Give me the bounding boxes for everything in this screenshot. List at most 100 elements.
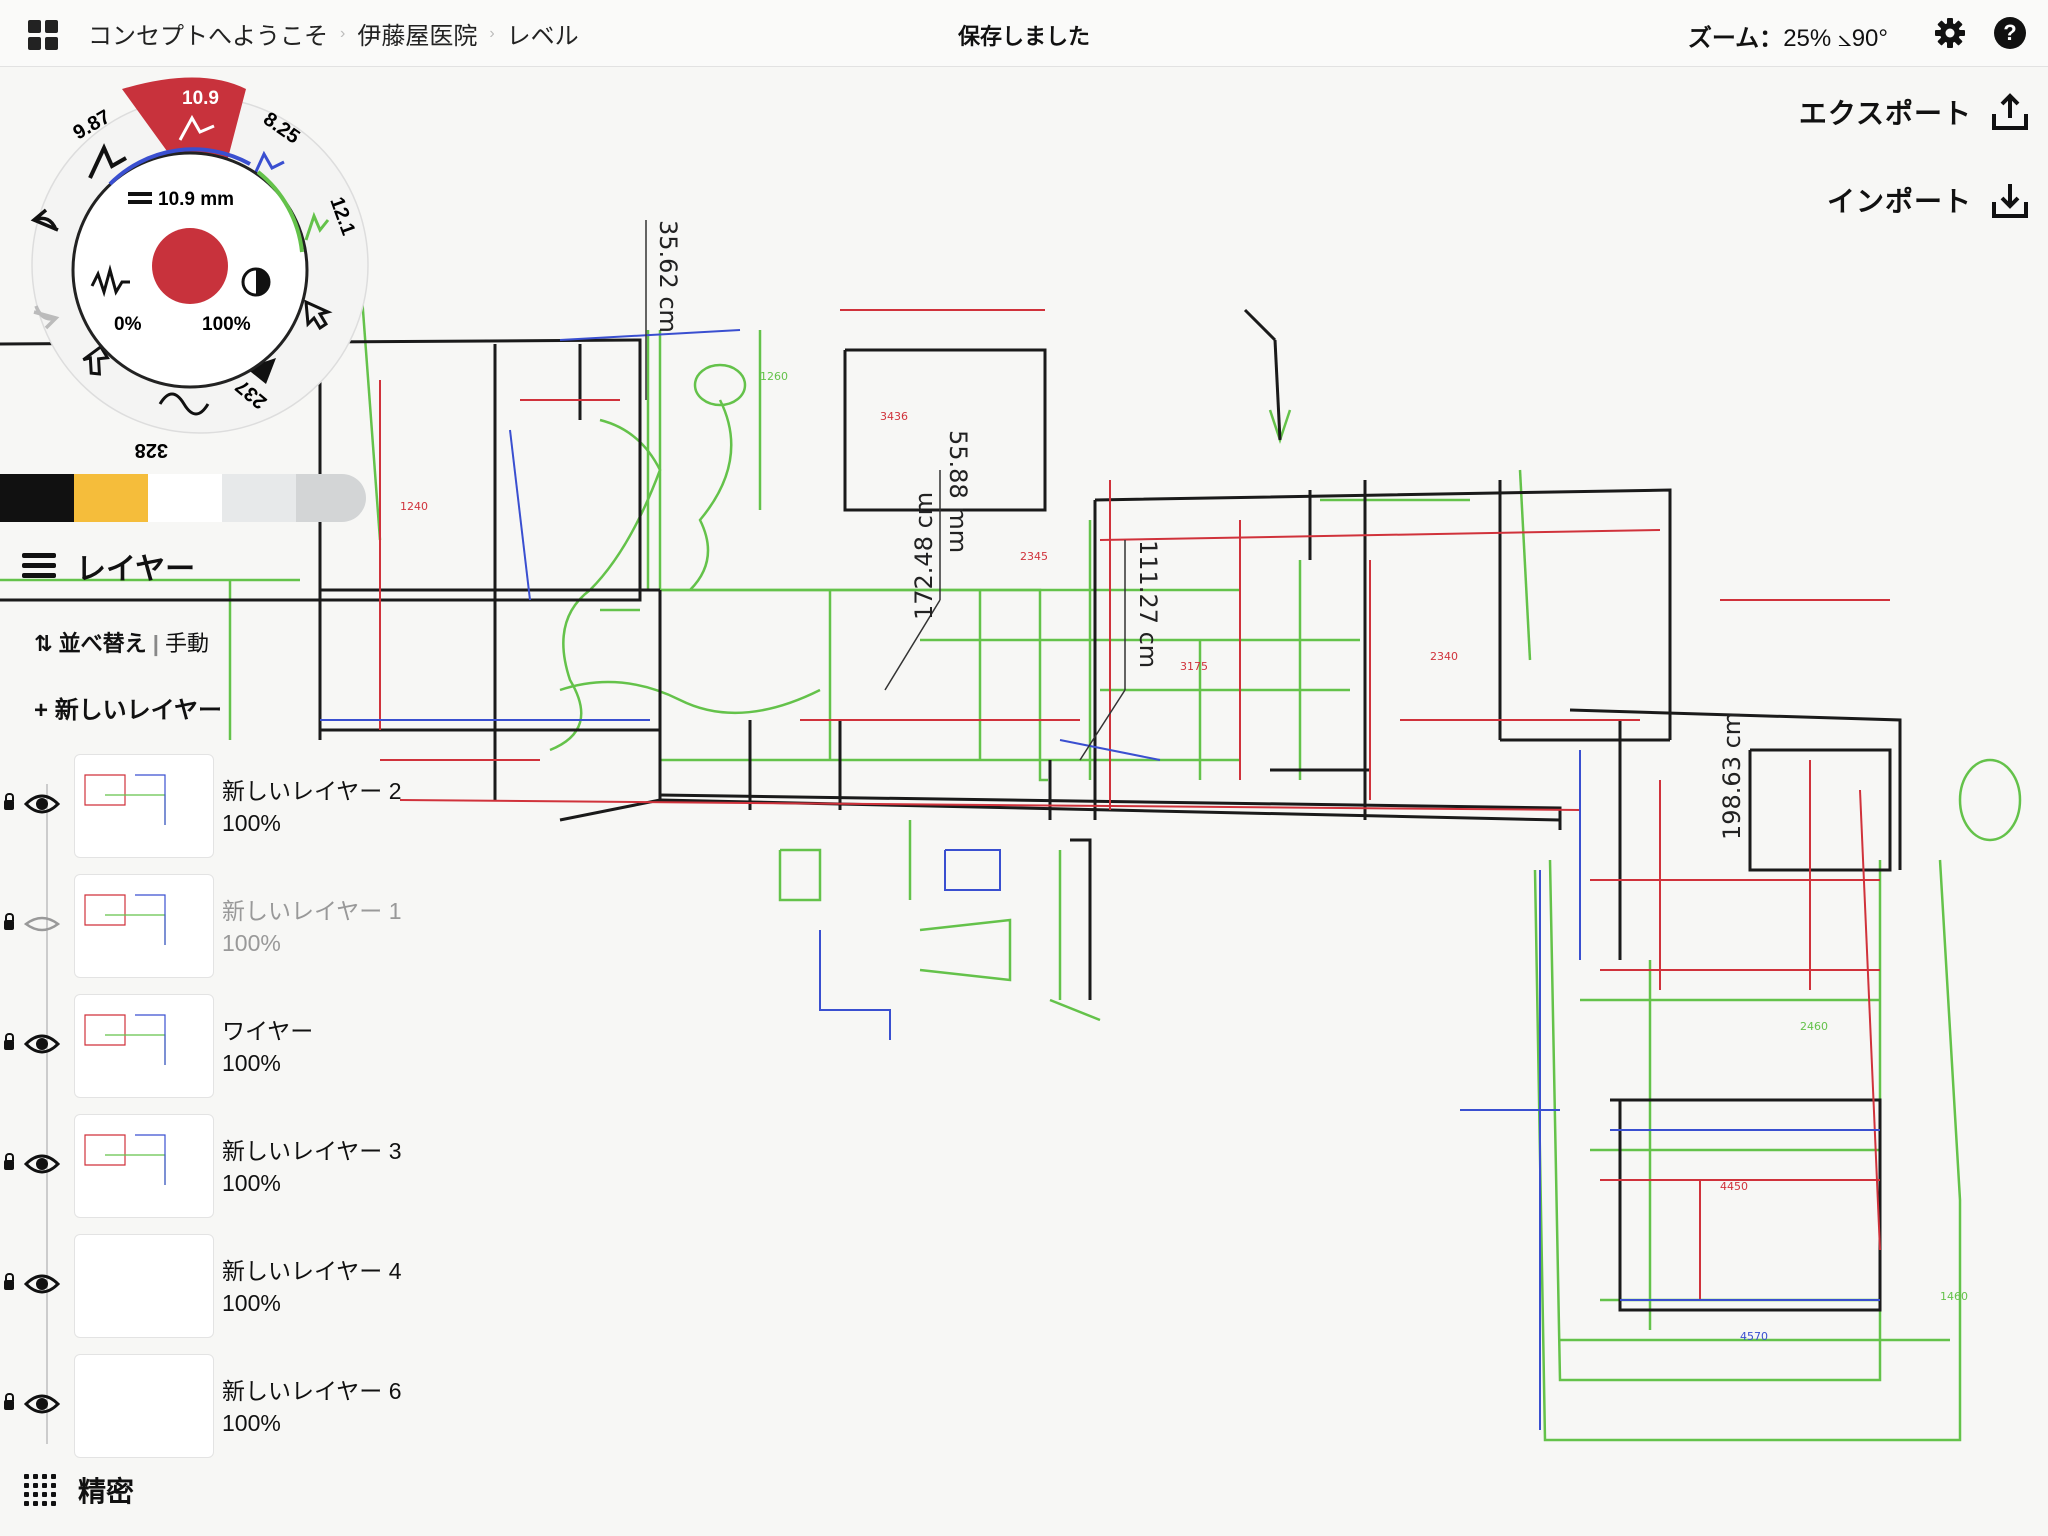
color-swatch-light-gray[interactable] [222, 474, 296, 522]
lock-icon[interactable] [4, 913, 14, 930]
smoothing-value: 0% [114, 314, 142, 335]
import-button[interactable]: インポート [1827, 180, 2030, 220]
layer-row[interactable]: 新しいレイヤー 3 100% [0, 1114, 440, 1218]
svg-text:3175: 3175 [1180, 660, 1208, 673]
breadcrumb-item-gallery[interactable]: コンセプトへようこそ [88, 23, 328, 50]
tool-slot-lasso[interactable] [80, 343, 110, 377]
lock-icon[interactable] [4, 793, 14, 810]
layer-thumbnail-sketch [75, 1355, 213, 1457]
lock-icon[interactable] [4, 1153, 14, 1170]
layer-thumbnail[interactable] [74, 1114, 214, 1218]
layers-icon [22, 553, 56, 579]
tool-wheel[interactable]: 9.87 10.9 8.25 12.1 237 328 10.9 mm 0% 1… [0, 66, 380, 466]
layer-opacity: 100% [222, 1170, 281, 1196]
tool-slot-selection[interactable] [304, 299, 333, 331]
floorplan-green-layer [0, 269, 2022, 1442]
precision-mode-toggle[interactable]: 精密 [24, 1470, 134, 1510]
new-layer-label: 新しいレイヤー [54, 697, 222, 724]
stroke-width-icon [128, 192, 152, 196]
svg-text:3436: 3436 [880, 410, 908, 423]
lock-icon[interactable] [4, 1393, 14, 1410]
measurement-label: 111.27 cm [1134, 540, 1162, 668]
svg-text:1260: 1260 [760, 370, 788, 383]
brush-dial-arc [108, 147, 251, 186]
layer-name: 新しいレイヤー 2 [222, 778, 402, 804]
stroke-width-value: 10.9 mm [158, 189, 234, 210]
lock-icon[interactable] [4, 1273, 14, 1290]
pen-stroke-icon [178, 114, 215, 141]
layers-header[interactable]: レイヤー [22, 544, 195, 588]
layer-thumbnail[interactable] [74, 874, 214, 978]
brush-stroke-icon [304, 211, 330, 241]
brush-dial-arc [256, 170, 304, 253]
breadcrumb-item-project[interactable]: 伊藤屋医院 [357, 23, 478, 50]
gear-icon[interactable] [1934, 17, 1966, 49]
sort-mode: 手動 [164, 631, 209, 656]
smoothing-icon[interactable] [90, 264, 130, 298]
eye-icon[interactable] [24, 1392, 60, 1416]
undo-icon[interactable] [30, 208, 59, 232]
zoom-indicator[interactable]: ズーム：25% ⦣90° [1688, 18, 1888, 53]
import-icon [1992, 184, 2028, 218]
redo-icon[interactable] [33, 305, 60, 330]
eye-icon[interactable] [24, 792, 60, 816]
layer-thumbnail[interactable] [74, 754, 214, 858]
color-swatch-gray[interactable] [296, 474, 366, 522]
svg-text:2460: 2460 [1800, 1020, 1828, 1033]
import-label: インポート [1826, 186, 1972, 217]
svg-text:10.9: 10.9 [182, 88, 219, 109]
export-label: エクスポート [1798, 98, 1972, 129]
breadcrumb-item-drawing[interactable]: レベル [506, 23, 579, 50]
export-button[interactable]: エクスポート [1799, 92, 2030, 132]
svg-text:4570: 4570 [1740, 1330, 1768, 1343]
svg-text:4450: 4450 [1720, 1180, 1748, 1193]
brush-color-swatch[interactable] [152, 228, 228, 304]
eye-icon[interactable] [24, 1272, 60, 1296]
layer-thumbnail[interactable] [74, 1234, 214, 1338]
sort-control[interactable]: ⇅ 並べ替え | 手動 [34, 631, 209, 656]
eraser-icon [246, 358, 276, 384]
layer-thumbnail-sketch [75, 1235, 213, 1337]
color-palette [0, 474, 366, 522]
help-icon[interactable]: ? [1994, 17, 2026, 49]
layer-thumbnail-sketch [84, 774, 166, 825]
layer-thumbnail[interactable] [74, 994, 214, 1098]
layer-connector-line [46, 784, 48, 1444]
lock-icon[interactable] [4, 1033, 14, 1050]
pencil-stroke-icon [88, 143, 127, 179]
tool-slot-328[interactable]: 328 [135, 392, 210, 461]
gallery-grid-icon[interactable] [28, 20, 58, 50]
color-swatch-black[interactable] [0, 474, 74, 522]
soft-brush-icon [158, 392, 210, 416]
precision-label: 精密 [78, 1476, 135, 1507]
eye-icon[interactable] [24, 1032, 60, 1056]
measurement-label: 172.48 cm [910, 492, 938, 620]
measurement-dimensions: 35.62 cm 55.88 mm 172.48 cm 111.27 cm 19… [645, 220, 1746, 840]
nudge-arrow-icon [82, 344, 110, 376]
color-swatch-white[interactable] [148, 474, 222, 522]
new-layer-button[interactable]: + 新しいレイヤー [34, 690, 222, 725]
layer-name: 新しいレイヤー 3 [222, 1138, 402, 1164]
eye-closed-icon[interactable] [24, 912, 60, 936]
selection-arrow-icon [304, 299, 333, 331]
measurement-label: 35.62 cm [654, 220, 682, 333]
opacity-value: 100% [202, 314, 251, 335]
active-tool-highlight [122, 77, 246, 158]
layer-opacity: 100% [222, 1410, 281, 1436]
tool-slot-active[interactable]: 10.9 [122, 77, 246, 159]
precision-grid-icon [24, 1474, 56, 1506]
layer-thumbnail[interactable] [74, 1354, 214, 1458]
layer-opacity: 100% [222, 1050, 281, 1076]
color-swatch-yellow[interactable] [74, 474, 148, 522]
top-bar: コンセプトへようこそ › 伊藤屋医院 › レベル 保存しました ズーム：25% … [0, 0, 2048, 67]
eye-icon[interactable] [24, 1152, 60, 1176]
svg-text:2345: 2345 [1020, 550, 1048, 563]
floorplan-blue-layer [320, 329, 1880, 1430]
